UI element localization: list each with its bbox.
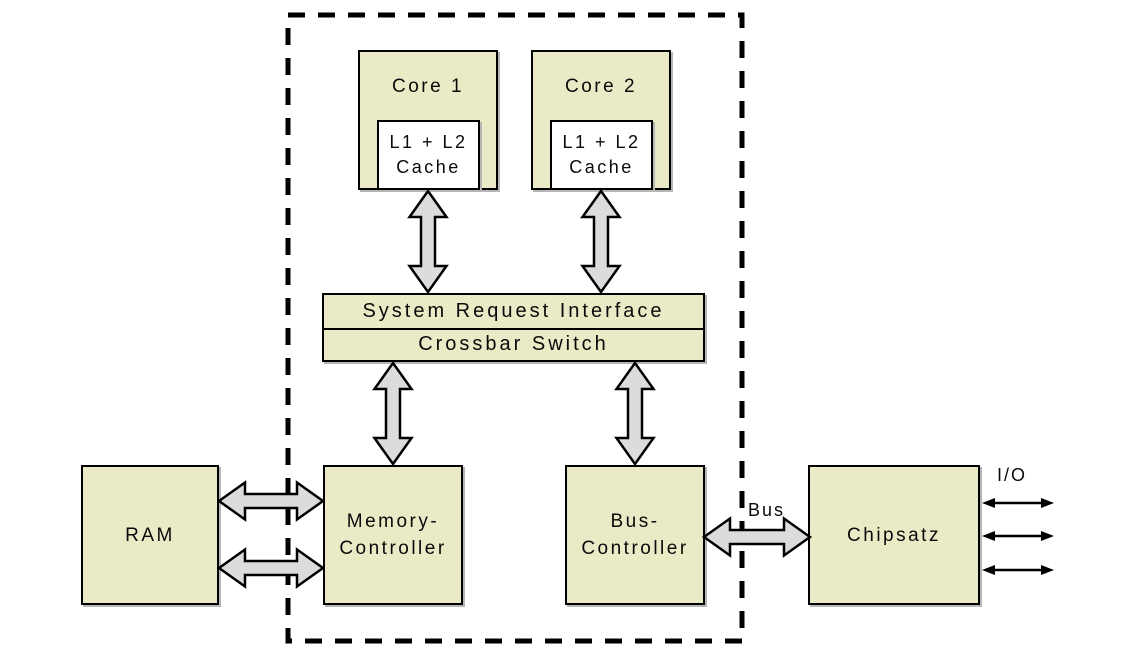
arrow-ram-memory-controller-upper-icon (216, 480, 326, 522)
cpu-package-dashed-boundary (285, 12, 745, 644)
core2-label: Core 2 (564, 76, 638, 97)
arrow-crossbar-to-memory-controller-icon (372, 360, 414, 467)
bus-controller-box: Bus- Controller (565, 465, 705, 605)
arrow-bus-controller-chipset-icon (701, 516, 813, 558)
bus-controller-line1: Bus- (610, 511, 660, 532)
crossbar-switch-bar: Crossbar Switch (324, 327, 703, 360)
chipset-box: Chipsatz (808, 465, 980, 605)
bus-label: Bus (748, 500, 786, 520)
core2-cache-line1: L1 + L2 (562, 132, 641, 152)
crossbar-switch-label: Crossbar Switch (418, 332, 609, 355)
interconnect-bars: System Request Interface Crossbar Switch (322, 293, 705, 362)
core2-cache-box: L1 + L2 Cache (550, 120, 653, 190)
memory-controller-box: Memory- Controller (323, 465, 463, 605)
core2-cache-line2: Cache (569, 157, 634, 177)
core1-cache-line2: Cache (396, 157, 461, 177)
core1-label: Core 1 (391, 76, 465, 97)
core1-cache-box: L1 + L2 Cache (377, 120, 480, 190)
arrow-ram-memory-controller-lower-icon (216, 547, 326, 589)
memory-controller-line2: Controller (339, 538, 447, 559)
system-request-interface-label: System Request Interface (362, 299, 665, 322)
core1-cache-line1: L1 + L2 (389, 132, 468, 152)
bus-controller-line2: Controller (581, 538, 689, 559)
memory-controller-line1: Memory- (346, 511, 440, 532)
io-arrow-2-icon (982, 531, 1054, 541)
io-label: I/O (997, 465, 1028, 485)
ram-box: RAM (81, 465, 219, 605)
arrow-crossbar-to-bus-controller-icon (614, 360, 656, 467)
io-arrow-1-icon (982, 498, 1054, 508)
io-arrow-3-icon (982, 565, 1054, 575)
arrow-core1-cache-to-sri-icon (407, 188, 449, 295)
chipset-label: Chipsatz (847, 524, 941, 546)
arrow-core2-cache-to-sri-icon (580, 188, 622, 295)
system-request-interface-bar: System Request Interface (324, 295, 703, 328)
ram-label: RAM (125, 524, 175, 546)
